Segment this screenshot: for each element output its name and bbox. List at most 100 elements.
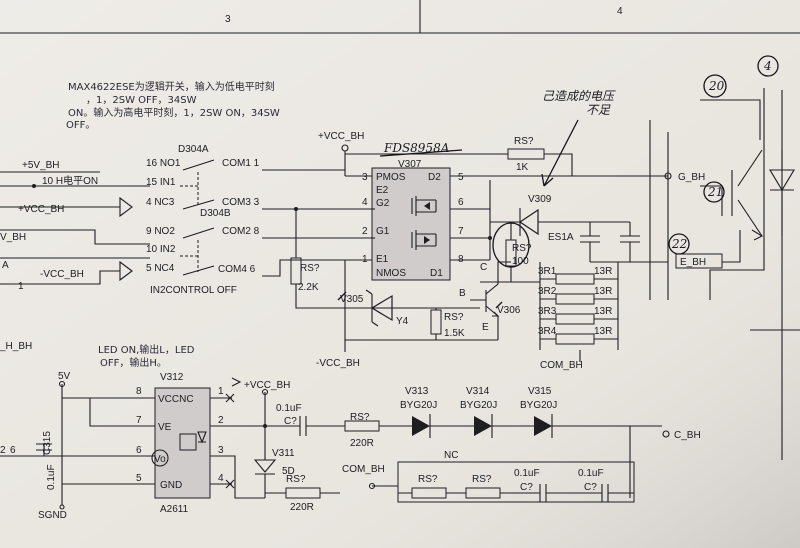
rs-left-val: 2.2K: [298, 282, 319, 293]
column-number-3: 3: [225, 14, 231, 25]
pin-nc3: 4 NC3: [146, 197, 175, 208]
handwritten-circle-rs: [492, 222, 530, 268]
pin-in2: 10 IN2: [146, 244, 176, 255]
pmos-symbol: [411, 196, 437, 216]
net-in-10h: 10 H电平ON: [42, 174, 98, 187]
annotation-21: 21: [707, 185, 723, 199]
v307-g1-label: G1: [376, 226, 390, 237]
e-bh-box: [675, 253, 723, 269]
v305-ref: V305: [340, 294, 364, 305]
net-vcc-bh-bottom: +VCC_BH: [244, 380, 290, 391]
ref-v312: V312: [160, 372, 184, 383]
opto-pin-8: 8: [136, 386, 142, 397]
flag-nvcc-bh: [119, 260, 133, 282]
v312-photo-cell: [179, 433, 197, 451]
nc-c-1-ref: C?: [520, 482, 533, 493]
v305-zener-body: [370, 294, 393, 322]
handwritten-circle-22: [668, 233, 690, 255]
net-p5v-bh: +5V_BH: [22, 160, 60, 171]
c315-val: 0.1uF: [46, 464, 57, 490]
r-array-val-4: 13R: [594, 326, 612, 337]
nmos-symbol: [411, 230, 437, 250]
wire-opto-1-nc: [210, 393, 235, 403]
v307-package: [371, 167, 451, 281]
v315-ref: V315: [528, 386, 552, 397]
terminal-sgnd: [59, 504, 65, 510]
annotation-22: 22: [671, 237, 687, 251]
pin-no1: 16 NO1: [146, 158, 181, 169]
v309-ref: V309: [528, 194, 552, 205]
net-v-bh: V_BH: [0, 232, 26, 243]
r-array-val-3: 13R: [594, 306, 612, 317]
v312-led: [197, 431, 207, 444]
c-top-val: 0.1uF: [276, 403, 302, 414]
c-bh-terminal: [662, 430, 670, 438]
rs-220-top-val: 220R: [350, 438, 374, 449]
net-six-left: 6: [10, 445, 16, 456]
v307-e2-label: E2: [376, 185, 389, 196]
cap-right-2: [620, 222, 640, 262]
v307-pin-4: 4: [362, 197, 368, 208]
v312-vo: Vo: [154, 454, 166, 465]
g-bh-terminal: [664, 172, 672, 180]
c315-cap: [36, 443, 52, 456]
r-array-ref-2: 3R2: [538, 286, 557, 297]
v307-e1-label: E1: [376, 254, 389, 265]
c315-ref: C315: [42, 431, 53, 455]
pin-com1: COM1 1: [222, 158, 260, 169]
rs-220-bot-ref: RS?: [286, 474, 306, 485]
net-nvcc-bh-bottom: -VCC_BH: [316, 358, 360, 369]
v307-pin-5: 5: [458, 172, 464, 183]
r-array: 3R1 13R 3R2 13R 3R3 13R 3R4 13R: [511, 262, 619, 350]
handwritten-arrow: [541, 119, 579, 187]
rs-left-ref: RS?: [300, 263, 320, 274]
igbt-symbol: [700, 88, 795, 300]
v313-ref: V313: [405, 386, 429, 397]
opto-pin-1: 1: [218, 386, 224, 397]
r-array-ref-3: 3R3: [538, 306, 557, 317]
r-array-ref-1: 3R1: [538, 266, 557, 277]
v311-ref: V311: [272, 448, 295, 459]
v307-nmos-label: NMOS: [376, 268, 406, 279]
max4622-note-line4: OFF。: [66, 120, 95, 131]
nc-frame: [397, 461, 635, 503]
opto-pin-7: 7: [136, 415, 142, 426]
opto-pin-5: 5: [136, 473, 142, 484]
wire-com4-out: [262, 259, 375, 277]
es1a-part: ES1A: [548, 232, 574, 243]
net-e-bh: E_BH: [680, 257, 706, 268]
opto-pin-2: 2: [218, 415, 224, 426]
v306-transistor: [470, 261, 511, 340]
wire-opto-3: [210, 455, 265, 499]
v307-g2-label: G2: [376, 198, 390, 209]
opto-pin-6: 6: [136, 445, 142, 456]
net-nc: NC: [444, 450, 458, 461]
ref-d304a: D304A: [178, 144, 209, 155]
cap-right-1: [580, 222, 600, 262]
v307-pin-2: 2: [362, 226, 368, 237]
max4622-note-line1: MAX4622ESE为逻辑开关，输入为低电平时刻: [68, 80, 275, 93]
annotation-20: 20: [708, 79, 725, 93]
pin-com2: COM2 8: [222, 226, 260, 237]
rs-220-bot-val: 220R: [290, 502, 314, 513]
v312-ve: VE: [158, 422, 172, 433]
junction-in: [32, 184, 36, 188]
ref-d304b: D304B: [200, 208, 231, 219]
terminal-5v: [58, 380, 66, 388]
rs-mid-val: 1.5K: [444, 328, 465, 339]
v312-vo-circle: [151, 449, 169, 467]
nc-c-2-ref: C?: [584, 482, 597, 493]
net-a-left: A: [2, 260, 9, 271]
v312-gnd: GND: [160, 480, 182, 491]
nc-c-2-val: 0.1uF: [578, 468, 604, 479]
v305-zener-bar: [365, 289, 379, 327]
v305-y4: Y4: [396, 316, 409, 327]
junction-drain: [488, 236, 492, 240]
pin-com4: COM4 6: [218, 264, 256, 275]
switch-contact-1: [182, 159, 215, 171]
v307-d1-label: D1: [430, 268, 443, 279]
annotation-4: 4: [763, 59, 772, 73]
wire-rs2k2: [295, 209, 480, 309]
rs-top-val: 1K: [516, 162, 529, 173]
v313-part: BYG20J: [400, 400, 437, 411]
